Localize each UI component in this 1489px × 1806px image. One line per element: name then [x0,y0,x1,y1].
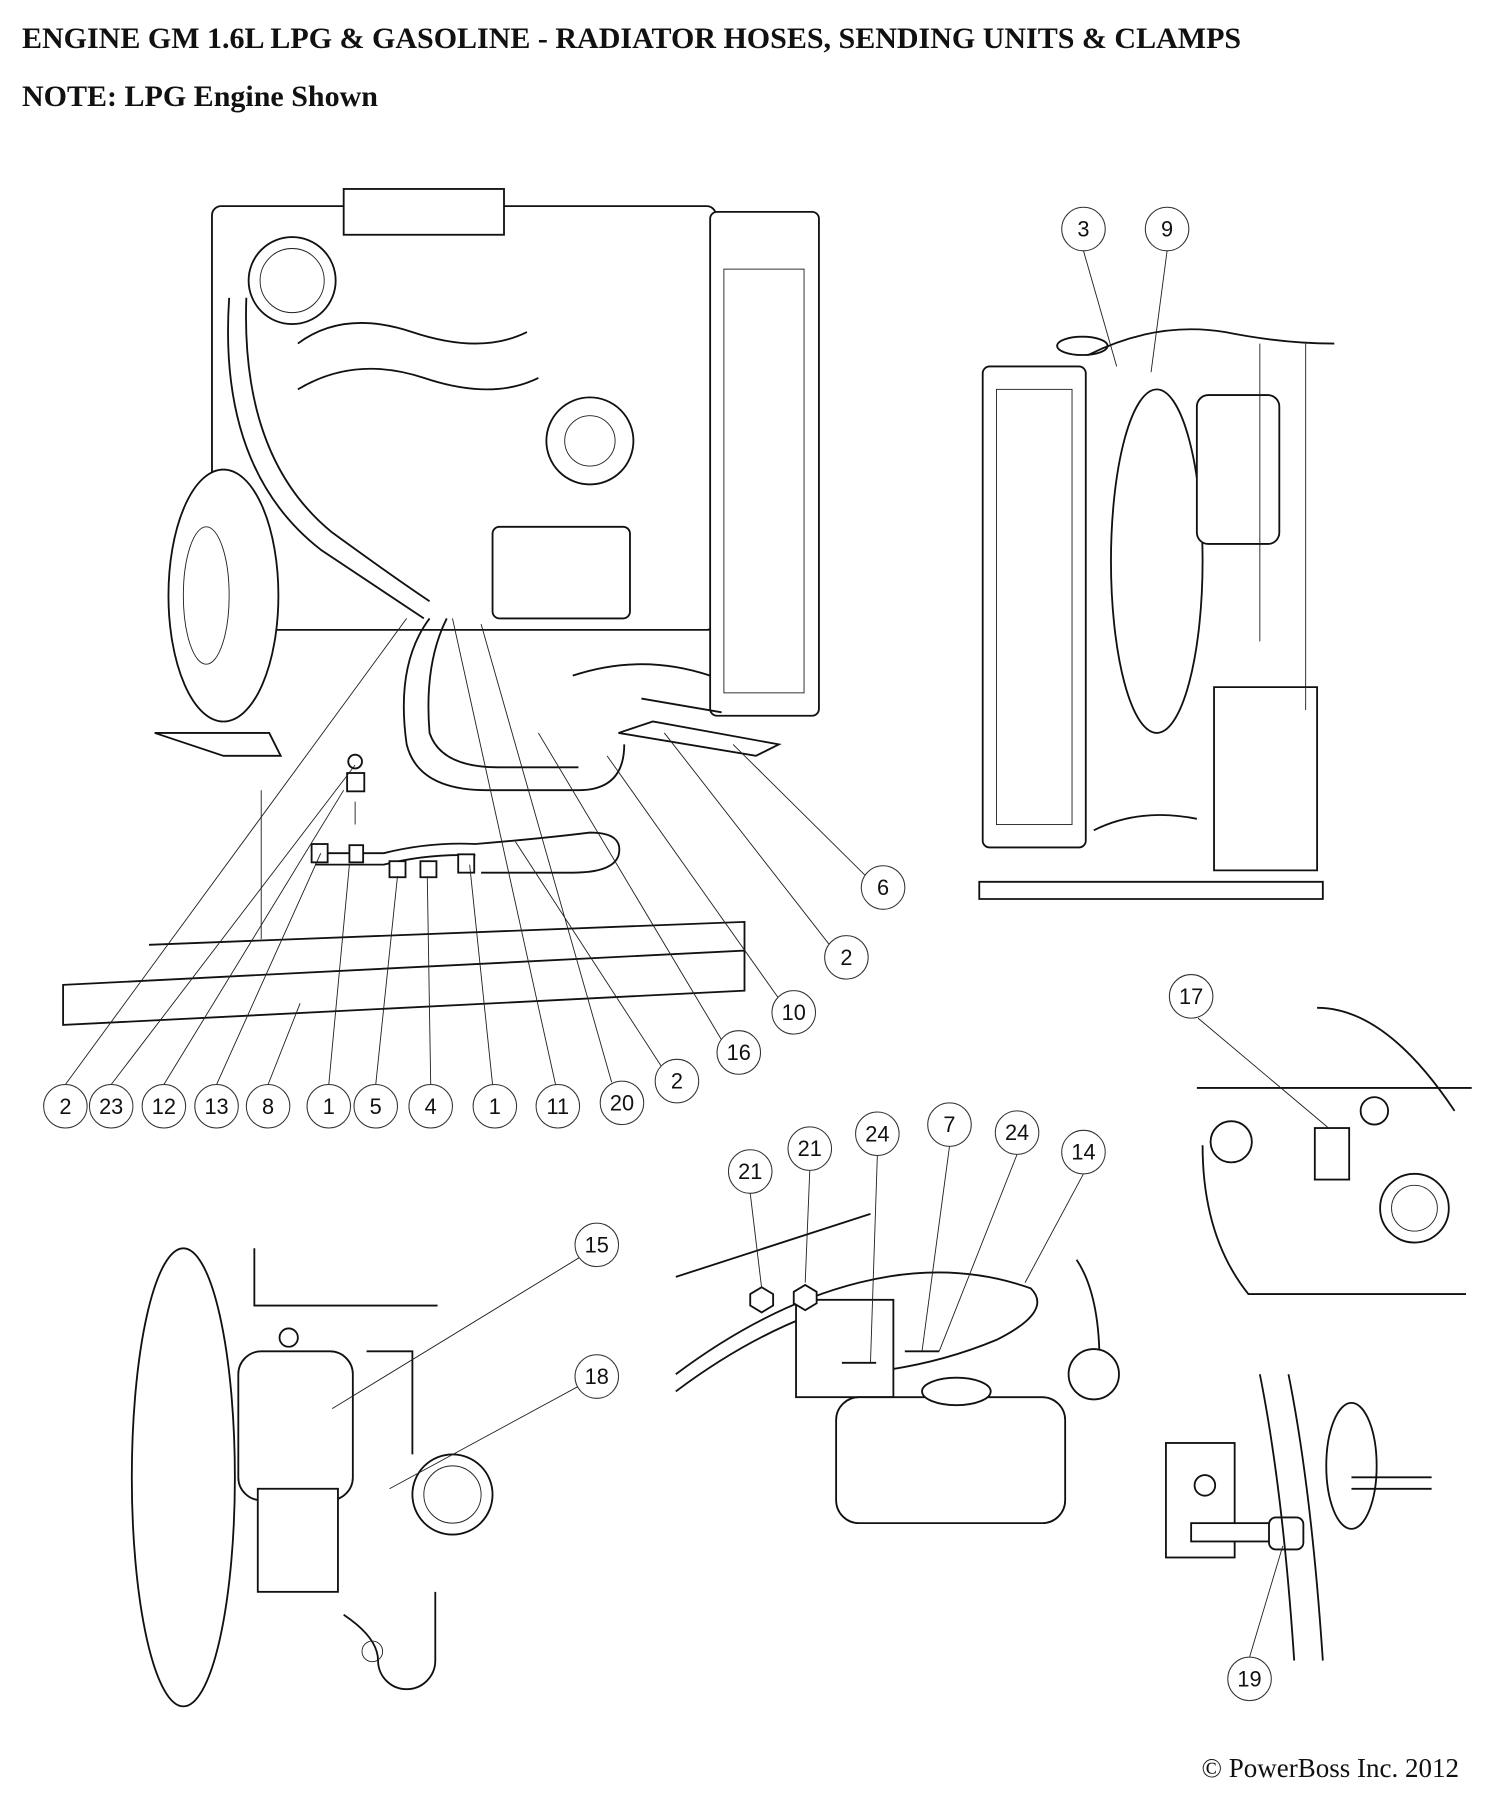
svg-text:12: 12 [152,1094,176,1119]
callout-12: 12 [141,1084,187,1129]
svg-text:3: 3 [1077,217,1089,242]
page-note: NOTE: LPG Engine Shown [22,80,378,113]
radiator-side-illustration [978,328,1335,900]
svg-text:9: 9 [1161,217,1173,242]
callout-21: 21 [787,1126,833,1171]
callout-2: 2 [43,1084,88,1129]
leader-lines [65,250,1329,1658]
svg-text:24: 24 [865,1121,889,1146]
svg-text:11: 11 [547,1094,570,1119]
copyright: © PowerBoss Inc. 2012 [1201,1753,1459,1783]
svg-text:5: 5 [370,1094,382,1119]
callout-3: 3 [1061,206,1106,252]
callout-7: 7 [927,1102,972,1147]
callout-11: 11 [535,1084,581,1129]
callout-24: 24 [994,1110,1040,1155]
svg-text:20: 20 [610,1090,634,1115]
callout-8: 8 [245,1084,291,1129]
page-title: ENGINE GM 1.6L LPG & GASOLINE - RADIATOR… [22,22,1242,55]
callout-23: 23 [88,1084,134,1129]
callout-13: 13 [194,1084,239,1129]
callout-2: 2 [824,935,869,980]
svg-text:15: 15 [585,1232,609,1257]
svg-text:2: 2 [840,945,852,970]
svg-text:1: 1 [323,1094,335,1119]
detail-sending-unit-15-18 [130,1247,494,1708]
detail-clamp-19 [1165,1374,1432,1661]
callout-20: 20 [599,1080,645,1126]
svg-text:23: 23 [99,1094,123,1119]
callout-14: 14 [1061,1129,1106,1175]
svg-text:2: 2 [59,1094,71,1119]
svg-text:4: 4 [425,1094,437,1119]
detail-sensor-17 [1196,1006,1472,1296]
callout-9: 9 [1144,206,1190,252]
svg-text:14: 14 [1071,1140,1095,1165]
callout-4: 4 [408,1084,453,1129]
callout-19: 19 [1227,1656,1272,1702]
svg-text:13: 13 [204,1094,228,1119]
callout-6: 6 [860,865,906,910]
svg-text:21: 21 [738,1159,762,1184]
callout-1: 1 [306,1084,352,1129]
detail-bottle-21-24-7-14 [675,1213,1120,1525]
svg-text:17: 17 [1179,984,1203,1009]
callout-1: 1 [472,1084,518,1129]
svg-text:21: 21 [798,1136,822,1161]
callout-21: 21 [727,1149,773,1194]
svg-text:8: 8 [262,1094,274,1119]
callout-10: 10 [771,990,817,1035]
svg-text:18: 18 [585,1364,609,1389]
svg-text:10: 10 [782,1000,806,1025]
svg-text:2: 2 [671,1069,683,1094]
main-engine-illustration [62,188,820,1026]
svg-text:1: 1 [489,1094,501,1119]
callout-18: 18 [574,1354,620,1399]
callout-17: 17 [1168,974,1214,1019]
callout-24: 24 [855,1111,900,1157]
callout-2: 2 [654,1058,700,1104]
svg-text:24: 24 [1005,1120,1029,1145]
svg-text:19: 19 [1237,1666,1261,1691]
callout-16: 16 [716,1030,762,1075]
svg-text:16: 16 [727,1040,751,1065]
callout-15: 15 [574,1222,620,1268]
svg-text:6: 6 [877,875,889,900]
callout-5: 5 [353,1084,399,1129]
svg-text:7: 7 [943,1112,955,1137]
